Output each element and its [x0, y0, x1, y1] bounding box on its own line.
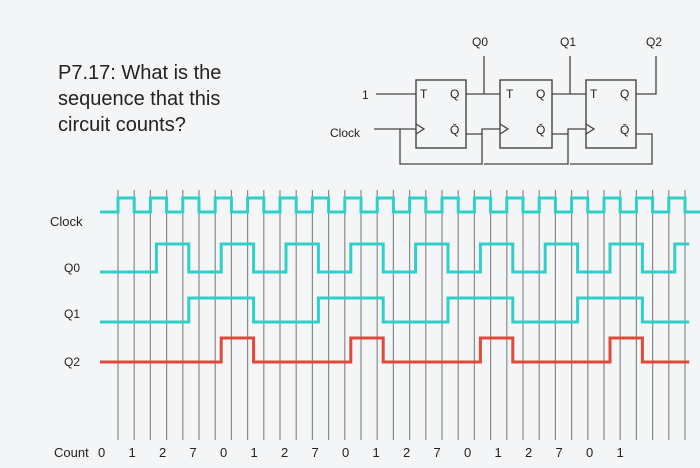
- ff0-qbar-label: Q̄: [450, 123, 459, 137]
- circuit-diagram: T Q Q̄ T Q Q̄ T Q Q̄ 1 Clock Q0 Q1 Q2: [330, 35, 662, 165]
- flip-flop-0: [415, 79, 467, 149]
- count-value: 7: [312, 445, 319, 460]
- q2-output-wire: [636, 56, 657, 95]
- gridlines: [117, 190, 686, 440]
- qbar0-to-clk1-wire: [399, 129, 483, 165]
- ff1-q-label: Q: [536, 87, 545, 101]
- waveform-q0: [100, 242, 690, 274]
- count-value: 0: [220, 445, 227, 460]
- count-values: 0 1 2 7 0 1 2 7 0 1 2 7 0 1 2 7 0 1: [98, 445, 624, 460]
- ff1-qbar-label: Q̄: [536, 123, 545, 137]
- flip-flop-1: [499, 79, 553, 149]
- count-value: 0: [98, 445, 105, 460]
- question-text: P7.17: What is the sequence that this ci…: [58, 60, 288, 138]
- clk1-feed-wire: [481, 128, 500, 134]
- clock-triangle-2: [585, 123, 596, 135]
- ff0-q-label: Q: [450, 87, 459, 101]
- clock-triangle-0: [415, 123, 426, 135]
- waveform-q1: [100, 296, 690, 324]
- q0-signal-label: Q0: [64, 261, 80, 275]
- count-label: Count: [54, 445, 89, 460]
- ff1-t-label: T: [506, 87, 514, 101]
- question-line-3: circuit counts?: [58, 114, 186, 136]
- count-value: 0: [586, 445, 593, 460]
- count-value: 0: [342, 445, 349, 460]
- q0-output-label: Q0: [472, 35, 488, 49]
- count-value: 0: [464, 445, 471, 460]
- question-line-1: P7.17: What is the: [58, 62, 222, 84]
- waveform-q2: [100, 336, 690, 364]
- q2-signal-label: Q2: [64, 355, 80, 369]
- qbar1-to-clk2-wire: [484, 133, 569, 165]
- count-value: 2: [403, 445, 410, 460]
- count-value: 7: [556, 445, 563, 460]
- count-value: 2: [525, 445, 532, 460]
- q1-output-label: Q1: [560, 35, 576, 49]
- count-value: 1: [129, 445, 136, 460]
- count-value: 2: [159, 445, 166, 460]
- clock-waveform: [100, 196, 700, 214]
- count-value: 2: [281, 445, 288, 460]
- count-value: 1: [251, 445, 258, 460]
- waveforms: [100, 196, 700, 364]
- qbar2-wire: [570, 133, 653, 165]
- count-value: 1: [373, 445, 380, 460]
- q2-output-label: Q2: [646, 35, 662, 49]
- clock-triangle-1: [499, 123, 510, 135]
- flip-flop-2: [585, 79, 637, 149]
- count-value: 1: [495, 445, 502, 460]
- clock-signal-label: Clock: [50, 214, 83, 229]
- ff2-q-label: Q: [620, 87, 629, 101]
- count-value: 1: [617, 445, 624, 460]
- question-line-2: sequence that this: [58, 88, 221, 110]
- count-value: 7: [434, 445, 441, 460]
- count-value: 7: [190, 445, 197, 460]
- ff0-t-label: T: [420, 87, 428, 101]
- ff2-t-label: T: [590, 87, 598, 101]
- clk2-feed-wire: [567, 128, 586, 134]
- clock-input-label: Clock: [330, 126, 361, 140]
- ff2-qbar-label: Q̄: [620, 123, 629, 137]
- input-one-label: 1: [362, 88, 369, 102]
- q1-signal-label: Q1: [64, 307, 80, 321]
